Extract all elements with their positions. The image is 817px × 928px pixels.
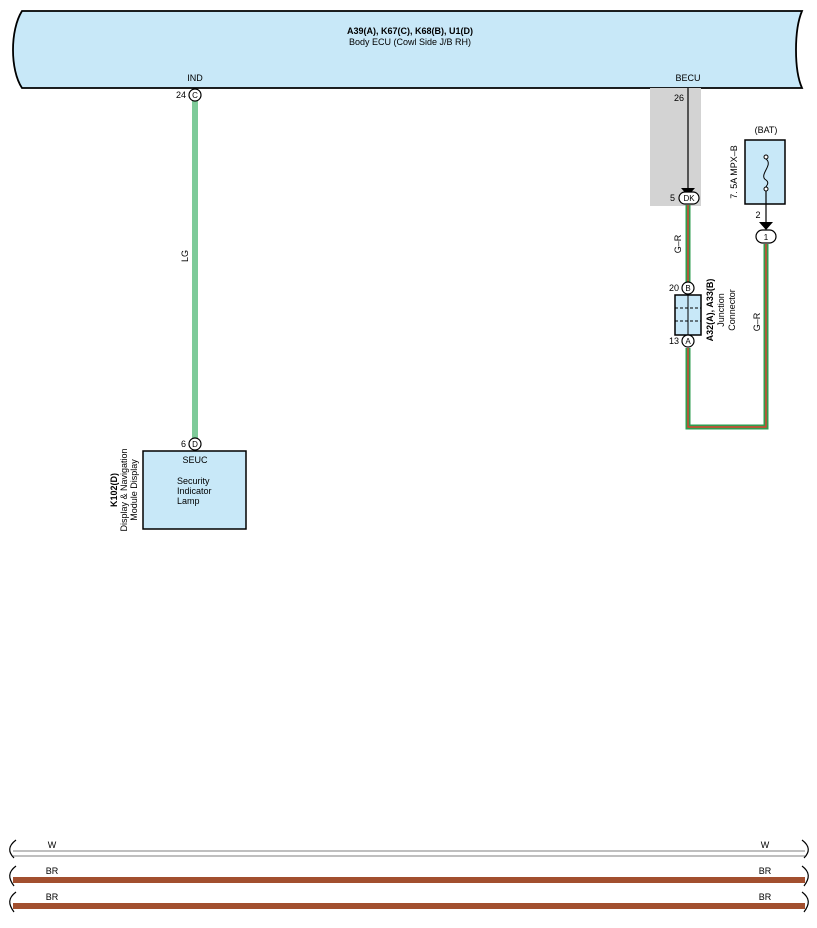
fuse-connector-label: 1 [764,233,769,242]
display-pin-d-circle [188,437,202,451]
dk-label: DK [683,194,695,203]
junction-code-label: A32(A), A33(B) [705,279,715,342]
harness-br2-left-break [9,891,17,913]
pin-c-letter: C [192,91,198,100]
display-code-label: K102(D) [109,473,119,507]
display-terminal-label: SEUC [182,455,208,465]
display-pin-d-letter: D [192,440,198,449]
lg-wire-label: LG [180,250,190,262]
junction-connector: B 20 A 13 A32(A), A33(B) Junction Connec… [669,279,737,348]
dk-connector-box [678,191,700,205]
junction-line1-label: Junction [716,293,726,327]
ind-circuit: C 24 LG [176,88,202,439]
harness-br1-label-left: BR [46,866,59,876]
pin-26-label: 26 [674,93,684,103]
pin-5-label: 5 [670,193,675,203]
gr-left-label: G–R [673,234,683,253]
fuse-arrow-icon [759,222,773,230]
terminal-ind-label: IND [187,73,203,83]
junction-pin-b-letter: B [685,284,690,293]
gr-wiring: G–R G–R [673,205,769,430]
harness-br2-label-left: BR [46,892,59,902]
fuse-icon [763,158,769,188]
body-ecu-box [12,10,804,89]
harness-br1-label-right: BR [759,866,772,876]
display-module-box [142,450,247,530]
harness-br1-left-break [9,865,17,887]
shaded-region [650,88,701,206]
junction-pin-a-letter: A [685,337,691,346]
fuse-connector-box [755,229,777,244]
junction-pin-a-circle [681,334,695,348]
pin-c-circle [188,88,202,102]
junction-pin-b-circle [681,281,695,295]
display-module: D 6 SEUC Security Indicator Lamp K102(D)… [109,437,247,532]
display-desc2: Indicator [177,486,212,496]
becu-circuit: 26 DK 5 [670,88,700,205]
fuse-terminal-bottom [763,186,769,192]
junction-line2-label: Connector [727,289,737,331]
junction-pin-20-label: 20 [669,283,679,293]
display-line2-label: Module Display [129,459,139,521]
fuse-name-label: 7. 5A MPX–B [729,145,739,199]
display-pin-6-label: 6 [181,439,186,449]
harness-w-label-right: W [761,840,770,850]
terminal-becu-label: BECU [675,73,700,83]
display-desc1: Security [177,476,210,486]
fuse-terminal-top [763,154,769,160]
body-ecu-subtitle: Body ECU (Cowl Side J/B RH) [349,37,471,47]
fuse-pin-label: 2 [755,210,760,220]
body-ecu-title: A39(A), K67(C), K68(B), U1(D) [347,26,473,36]
harness-w-left-break [9,839,17,859]
junction-pin-13-label: 13 [669,336,679,346]
harness-w-right-break [801,839,809,859]
harness-w-label-left: W [48,840,57,850]
harness-lines: W W BR BR BR BR [9,839,809,913]
display-desc3: Lamp [177,496,200,506]
harness-br2-right-break [801,891,809,913]
harness-br1-right-break [801,865,809,887]
pin-24-label: 24 [176,90,186,100]
fuse-block: (BAT) 7. 5A MPX–B 2 1 [729,125,786,244]
gr-right-label: G–R [752,312,762,331]
display-line1-label: Display & Navigation [119,448,129,531]
gr-wire-2-inner [687,244,767,428]
harness-br2-label-right: BR [759,892,772,902]
fuse-source-label: (BAT) [755,125,778,135]
body-ecu: A39(A), K67(C), K68(B), U1(D) Body ECU (… [12,10,804,89]
